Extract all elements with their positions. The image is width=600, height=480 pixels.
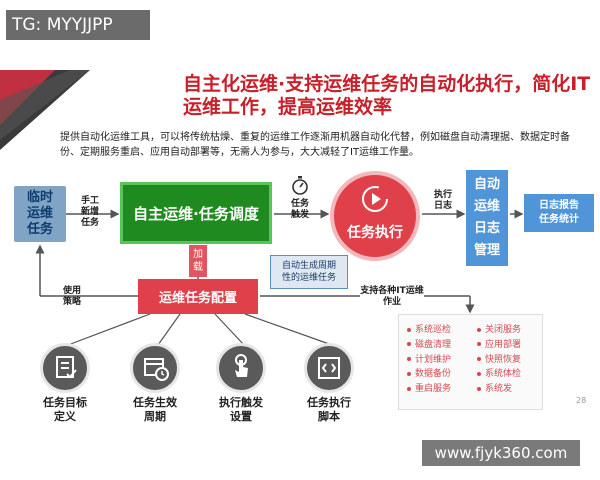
support-it-label: 支持各种IT运维作业 (360, 286, 424, 308)
play-refresh-icon (362, 186, 388, 212)
checklist-icon (40, 343, 90, 393)
list-item: 关闭服务 (477, 323, 543, 338)
touch-hand-icon (216, 343, 266, 393)
page-title: 自主化运维·支持运维任务的自动化执行，简化IT运维工作，提高运维效率 (183, 73, 591, 118)
manual-add-label: 手工新增任务 (80, 196, 99, 228)
calendar-clock-icon (130, 343, 180, 393)
auto-generate-callout: 自动生成周期性的运维任务 (270, 255, 348, 289)
icon-label-script: 任务执行脚本 (307, 396, 351, 423)
list-item: 快照恢复 (477, 353, 543, 368)
icon-label-trigger: 执行触发设置 (219, 396, 263, 423)
scheduling-label: 自主运维·任务调度 (133, 204, 259, 223)
source-url-label: www.fjyk360.com (422, 440, 580, 466)
execution-circle (330, 171, 420, 261)
page-number: 28 (576, 396, 587, 405)
execution-label: 任务执行 (347, 225, 403, 241)
icon-label-goal: 任务目标定义 (43, 396, 87, 423)
temp-task-label: 临时运维任务 (26, 190, 53, 237)
temp-task-box: 临时运维任务 (14, 186, 66, 242)
log-mgmt-line-4: 管理 (473, 243, 500, 258)
log-mgmt-line-1: 自动 (473, 177, 500, 192)
use-policy-label: 使用策略 (62, 286, 81, 307)
list-item: 系统体检 (477, 367, 543, 382)
description-text: 提供自动化运维工具，可以将传统枯燥、重复的运维工作逐渐用机器自动化代替，例如磁盘… (60, 132, 570, 158)
watermark-label: TG: MYYJJPP (6, 10, 150, 40)
ops-types-panel: 系统巡检 磁盘清理 计划维护 数据备份 重启服务 关闭服务 应用部署 快照恢复 … (398, 314, 543, 410)
corner-decoration (0, 70, 90, 150)
stopwatch-icon (292, 176, 308, 195)
list-item: 重启服务 (407, 382, 473, 397)
task-config-label: 运维任务配置 (158, 291, 237, 306)
log-mgmt-line-2: 运维 (473, 199, 500, 214)
load-label: 加载 (193, 249, 203, 273)
ops-list-right: 关闭服务 应用部署 快照恢复 系统体检 系统发 (477, 323, 543, 397)
exec-log-label: 执行日志 (434, 190, 453, 211)
scheduling-box: 自主运维·任务调度 (120, 182, 272, 244)
report-line-1: 日志报告 (539, 200, 579, 211)
report-box: 日志报告 任务统计 (524, 194, 594, 232)
list-item: 应用部署 (477, 338, 543, 353)
load-tag: 加载 (189, 245, 207, 277)
list-item: 磁盘清理 (407, 338, 473, 353)
callout-label: 自动生成周期性的运维任务 (281, 261, 336, 283)
task-config-box: 运维任务配置 (138, 279, 258, 314)
icon-label-period: 任务生效周期 (133, 396, 177, 423)
code-script-icon (304, 343, 354, 393)
log-mgmt-line-3: 日志 (473, 221, 500, 236)
report-line-2: 任务统计 (539, 214, 579, 225)
trigger-label: 任务触发 (290, 199, 309, 220)
list-item: 计划维护 (407, 353, 473, 368)
list-item: 系统巡检 (407, 323, 473, 338)
ops-list-left: 系统巡检 磁盘清理 计划维护 数据备份 重启服务 (407, 323, 473, 397)
log-management-box: 自动 运维 日志 管理 (466, 170, 508, 266)
list-item: 系统发 (477, 382, 543, 397)
list-item: 数据备份 (407, 367, 473, 382)
